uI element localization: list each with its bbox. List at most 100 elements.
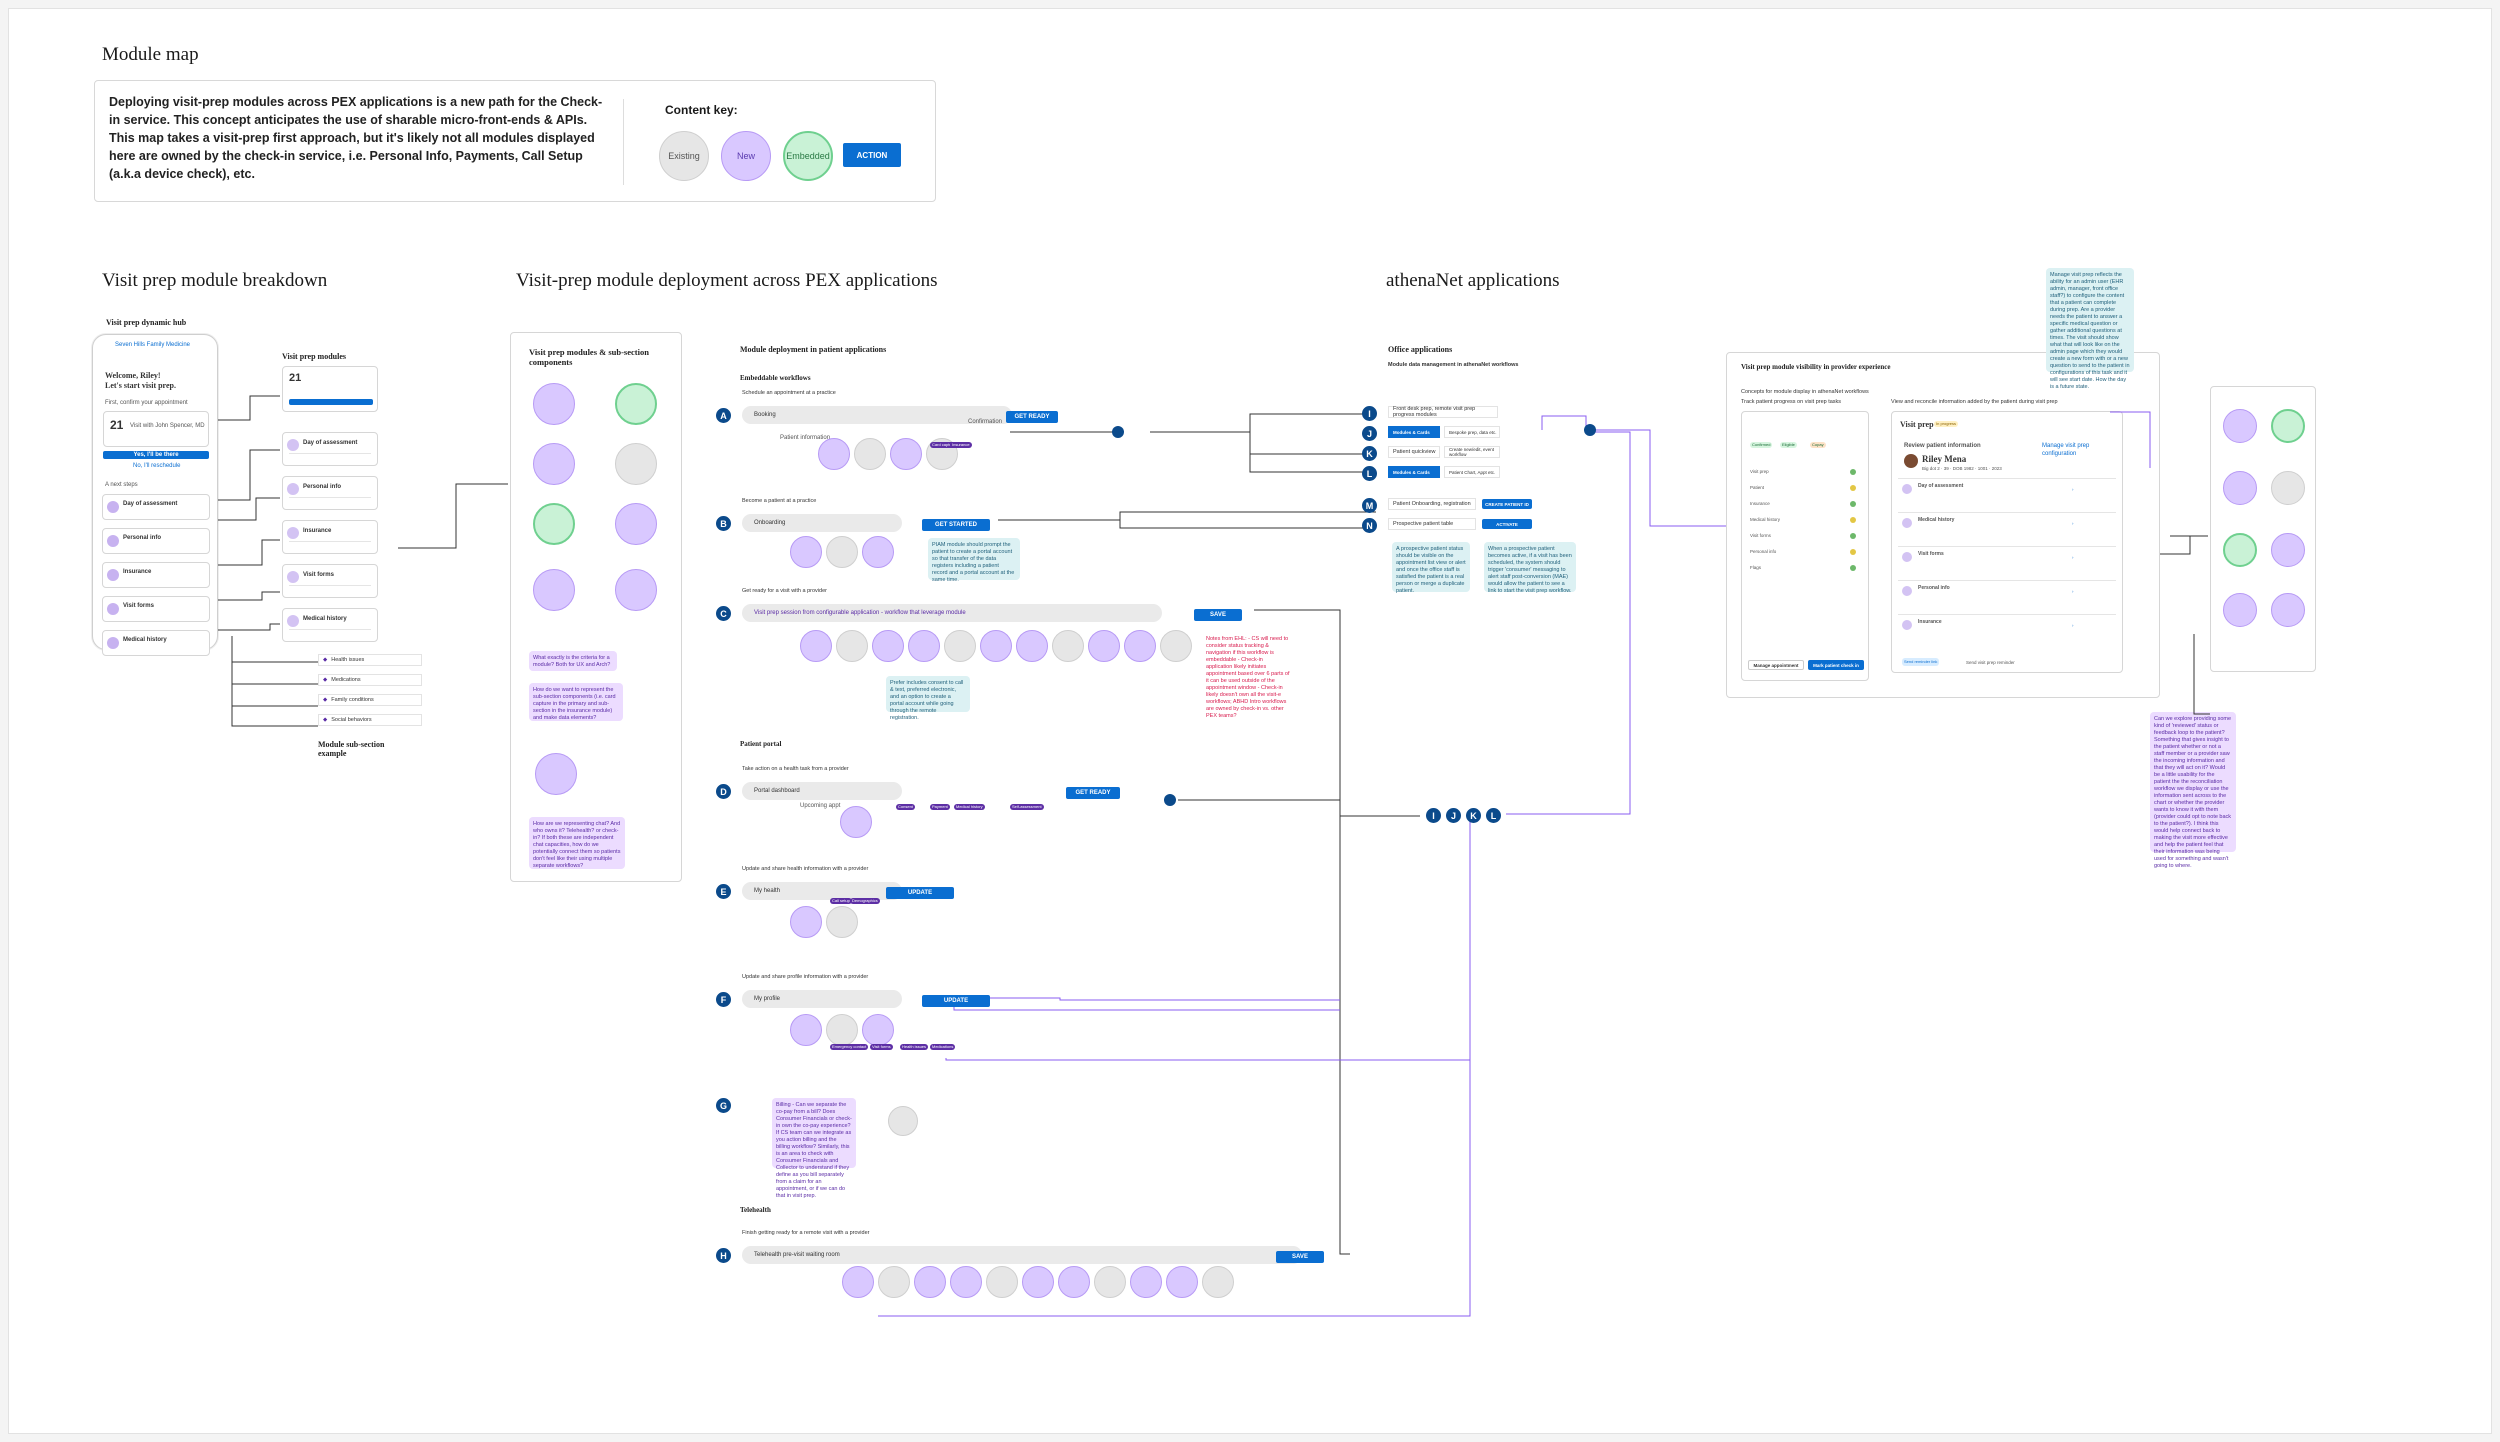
review-status: In progress [1934, 421, 1959, 427]
phone-subgreeting: Let's start visit prep. [105, 381, 176, 390]
deployed-module-circle [818, 438, 850, 470]
workflow-pill-label: Onboarding [754, 520, 786, 526]
deployed-module-circle [872, 630, 904, 662]
subsection-row[interactable]: ◆Family conditions [318, 694, 422, 706]
phone-appt-info: Visit with John Spencer, MD [130, 423, 205, 429]
deployed-module-circle [890, 438, 922, 470]
send-reminder-button[interactable]: Send visit prep reminder [1966, 660, 2015, 665]
subsection-row[interactable]: ◆Health issues [318, 654, 422, 666]
module-icon [287, 439, 299, 451]
module-card[interactable]: Day of assessment [282, 432, 378, 466]
deployed-module-circle [826, 536, 858, 568]
office-row[interactable]: Modules & Cards [1388, 466, 1440, 478]
review-item-label: Day of assessment [1918, 483, 1964, 489]
provider-action-button[interactable]: Mark patient check in [1808, 660, 1864, 670]
provider-action-button[interactable]: Manage appointment [1748, 660, 1804, 670]
workflow-action-button[interactable]: UPDATE [886, 887, 954, 899]
module-card[interactable]: Visit forms [282, 564, 378, 598]
module-card[interactable]: Insurance [282, 520, 378, 554]
manage-config-link[interactable]: Manage visit prep configuration [2042, 443, 2090, 457]
workflow-action-button[interactable]: SAVE [1276, 1251, 1324, 1263]
workflow-action-button[interactable]: UPDATE [922, 995, 990, 1007]
embedded-module-circle [2223, 593, 2257, 627]
row-badge: B [716, 516, 731, 531]
section-athena-title: athenaNet applications [1386, 270, 1560, 291]
module-card[interactable]: Personal info [282, 476, 378, 510]
module-tag: Insurance [950, 442, 972, 448]
office-action-button[interactable]: CREATE PATIENT ID [1482, 499, 1532, 509]
office-row[interactable]: Modules & Cards [1388, 426, 1440, 438]
connector-badge: J [1446, 808, 1461, 823]
hub-label: Visit prep dynamic hub [106, 318, 187, 327]
embedded-module-circle [2271, 471, 2305, 505]
module-card[interactable]: Medical history [282, 608, 378, 642]
subsection-row[interactable]: ◆Medications [318, 674, 422, 686]
office-badge: M [1362, 498, 1377, 513]
badge-g: G [716, 1098, 731, 1113]
office-row[interactable]: Front desk prep, remote visit prep progr… [1388, 406, 1498, 418]
provider-right-caption: View and reconcile information added by … [1891, 399, 2058, 405]
connector-badge: K [1466, 808, 1481, 823]
deployed-module-circle [908, 630, 940, 662]
phone-task-item[interactable]: Insurance [102, 562, 210, 588]
progress-item: Visit forms [1750, 533, 1771, 538]
send-reminder-link-button[interactable]: Send reminder link [1902, 658, 1940, 666]
phone-task-item[interactable]: Medical history [102, 630, 210, 656]
deployed-module-circle [878, 1266, 910, 1298]
office-apps-title: Office applications [1388, 345, 1453, 354]
phone-appt-label: First, confirm your appointment [105, 400, 188, 406]
deployed-module-circle [800, 630, 832, 662]
phone-no-button[interactable]: No, I'll reschedule [133, 463, 181, 469]
review-item-link[interactable]: › [2072, 589, 2074, 594]
office-action-button[interactable]: ACTIVATE [1482, 519, 1532, 529]
review-item-link[interactable]: › [2072, 555, 2074, 560]
workflow-action-button[interactable]: GET READY [1066, 787, 1120, 799]
progress-status-dot [1850, 549, 1856, 555]
workflow-action-button[interactable]: GET READY [1006, 411, 1058, 423]
note-activate: When a prospective patient becomes activ… [1484, 542, 1576, 594]
office-badge: J [1362, 426, 1377, 441]
phone-yes-button[interactable]: Yes, I'll be there [103, 451, 209, 459]
subsection-row[interactable]: ◆Social behaviors [318, 714, 422, 726]
workflow-action-button[interactable]: SAVE [1194, 609, 1242, 621]
module-component-circle [533, 443, 575, 485]
office-row[interactable]: Prospective patient table [1388, 518, 1476, 530]
office-row[interactable]: Patient quickview [1388, 446, 1440, 458]
provider-title: Visit prep module visibility in provider… [1741, 363, 1891, 371]
review-divider [1898, 478, 2116, 479]
module-tag: Medications [930, 1044, 956, 1050]
deployed-module-circle [826, 906, 858, 938]
task-icon [107, 569, 119, 581]
patient-apps-title: Module deployment in patient application… [740, 345, 887, 354]
review-item-link[interactable]: › [2072, 521, 2074, 526]
row-badge: F [716, 992, 731, 1007]
module-component-circle [533, 569, 575, 611]
note-ehl: Notes from EHL: - CS will need to consid… [1206, 636, 1290, 719]
progress-status-dot [1850, 469, 1856, 475]
phone-task-item[interactable]: Day of assessment [102, 494, 210, 520]
row-caption: Update and share profile information wit… [742, 974, 869, 980]
deployed-module-circle [914, 1266, 946, 1298]
embedded-module-circle [2223, 409, 2257, 443]
embedded-module-circle [2223, 533, 2257, 567]
embedded-module-circle [2271, 533, 2305, 567]
note-billing: Billing - Can we separate the co-pay fro… [772, 1098, 856, 1199]
phone-greeting: Welcome, Riley! [105, 371, 161, 380]
phone-task-item[interactable]: Visit forms [102, 596, 210, 622]
module-tag: Card capture [930, 442, 958, 448]
office-row[interactable]: Patient Onboarding, registration [1388, 498, 1476, 510]
module-appt-yes-button[interactable] [289, 399, 373, 405]
review-card: Visit prep In progress Manage visit prep… [1891, 411, 2123, 673]
provider-left-caption: Track patient progress on visit prep tas… [1741, 399, 1842, 405]
row-caption: Finish getting ready for a remote visit … [742, 1230, 870, 1236]
deployed-module-circle [836, 630, 868, 662]
phone-next-label: A next steps [105, 482, 138, 488]
review-item-link[interactable]: › [2072, 623, 2074, 628]
workflow-action-button[interactable]: GET STARTED [922, 519, 990, 531]
phone-brand: Seven Hills Family Medicine [115, 342, 191, 348]
deployed-module-circle [1202, 1266, 1234, 1298]
phone-task-item[interactable]: Personal info [102, 528, 210, 554]
module-component-circle [615, 503, 657, 545]
office-badge: L [1362, 466, 1377, 481]
review-item-link[interactable]: › [2072, 487, 2074, 492]
